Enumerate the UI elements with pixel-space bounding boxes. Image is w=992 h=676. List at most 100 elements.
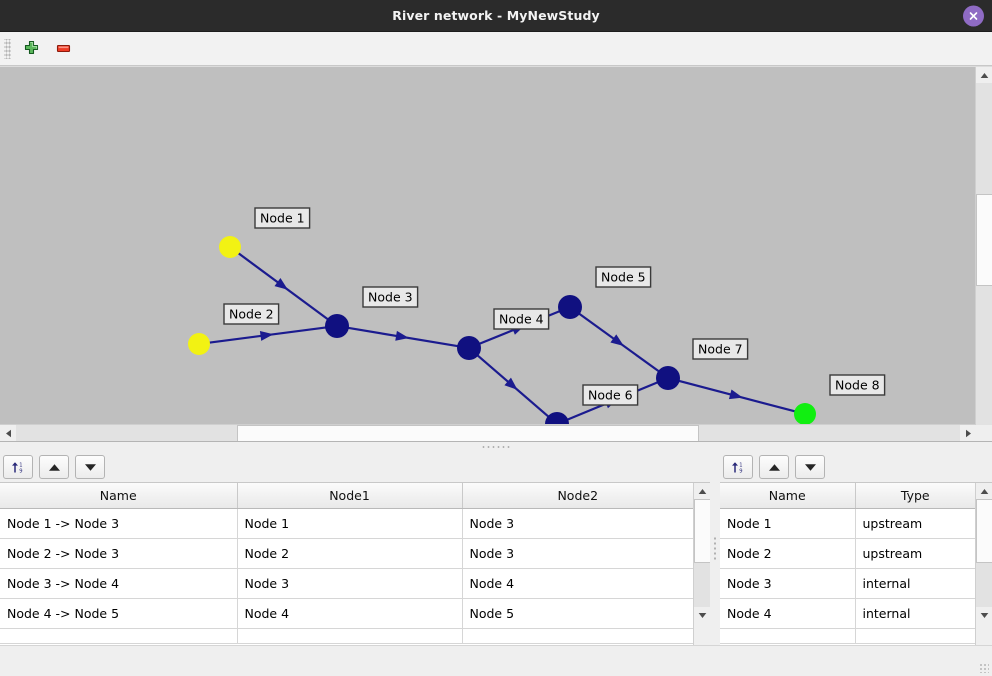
- reaches-cell-name[interactable]: Node 4 -> Node 5: [0, 598, 238, 629]
- graph-node-label-node1[interactable]: Node 1: [254, 207, 311, 229]
- close-window-button[interactable]: [963, 5, 984, 26]
- hscroll-thumb[interactable]: [237, 425, 699, 441]
- nodes-cell-type[interactable]: internal: [855, 598, 975, 629]
- nodes-cell-name[interactable]: Node 3: [720, 568, 856, 599]
- scrollbar-corner: [976, 425, 992, 441]
- nodes-cell-name[interactable]: Node 1: [720, 508, 856, 539]
- vscroll-thumb[interactable]: [976, 194, 992, 286]
- reaches-column-header-node2[interactable]: Node2: [462, 483, 693, 509]
- graph-node-node7[interactable]: [656, 366, 680, 390]
- graph-node-label-node8[interactable]: Node 8: [829, 374, 886, 396]
- nodes-column-header-name[interactable]: Name: [720, 483, 856, 509]
- main-toolbar: [0, 32, 992, 66]
- graph-node-label-node4[interactable]: Node 4: [493, 308, 550, 330]
- graph-node-label-node2[interactable]: Node 2: [223, 303, 280, 325]
- chevron-up-icon: [980, 488, 988, 494]
- remove-node-button[interactable]: [47, 34, 79, 64]
- vertical-splitter[interactable]: [710, 452, 720, 645]
- toolbar-drag-handle[interactable]: [4, 38, 11, 59]
- canvas-horizontal-scrollbar[interactable]: [0, 424, 976, 441]
- svg-text:Node 4: Node 4: [499, 311, 544, 326]
- nodes-table-row-partial[interactable]: [720, 628, 975, 644]
- graph-node-label-node3[interactable]: Node 3: [362, 286, 419, 308]
- add-node-button[interactable]: [15, 34, 47, 64]
- canvas-vertical-scrollbar[interactable]: [975, 67, 992, 441]
- reaches-cell-name[interactable]: Node 1 -> Node 3: [0, 508, 238, 539]
- reaches-scroll-thumb[interactable]: [694, 499, 710, 563]
- nodes-cell-name[interactable]: Node 4: [720, 598, 856, 629]
- reaches-cell-node2[interactable]: Node 3: [462, 508, 693, 539]
- nodes-cell-type[interactable]: upstream: [855, 538, 975, 569]
- vscroll-up-button[interactable]: [976, 67, 992, 83]
- graph-node-label-node7[interactable]: Node 7: [692, 338, 749, 360]
- nodes-vertical-scrollbar[interactable]: [975, 483, 992, 645]
- reaches-cell-node2[interactable]: Node 3: [462, 538, 693, 569]
- graph-node-label-node6[interactable]: Node 6: [582, 384, 639, 406]
- reaches-toolbar: 1 9: [0, 452, 710, 482]
- graph-node-node4[interactable]: [457, 336, 481, 360]
- nodes-cell-name[interactable]: Node 2: [720, 538, 856, 569]
- svg-text:9: 9: [19, 468, 22, 474]
- horizontal-splitter[interactable]: [0, 441, 992, 452]
- nodes-cell-empty[interactable]: [720, 628, 856, 644]
- reaches-cell-empty[interactable]: [462, 628, 693, 644]
- graph-node-label-node5[interactable]: Node 5: [595, 266, 652, 288]
- reaches-cell-name[interactable]: Node 2 -> Node 3: [0, 538, 238, 569]
- reaches-column-header-node1[interactable]: Node1: [237, 483, 463, 509]
- vertical-splitter-grip: [713, 535, 717, 562]
- window-resize-grip[interactable]: [979, 663, 989, 673]
- triangle-up-icon: [48, 463, 60, 471]
- reaches-cell-empty[interactable]: [237, 628, 463, 644]
- nodes-scroll-down-button[interactable]: [976, 607, 992, 623]
- triangle-up-icon: [768, 463, 780, 471]
- reaches-table-row-partial[interactable]: [0, 628, 693, 644]
- reaches-cell-node1[interactable]: Node 2: [237, 538, 463, 569]
- nodes-cell-type[interactable]: upstream: [855, 508, 975, 539]
- graph-node-node5[interactable]: [558, 295, 582, 319]
- reaches-sort-button[interactable]: 1 9: [3, 455, 33, 479]
- hscroll-right-button[interactable]: [960, 425, 976, 441]
- reaches-cell-name[interactable]: Node 3 -> Node 4: [0, 568, 238, 599]
- nodes-cell-type[interactable]: internal: [855, 568, 975, 599]
- nodes-scroll-up-button[interactable]: [976, 483, 992, 499]
- nodes-column-header-type[interactable]: Type: [855, 483, 975, 509]
- graph-node-node8[interactable]: [794, 403, 816, 425]
- reaches-cell-node2[interactable]: Node 5: [462, 598, 693, 629]
- reaches-cell-node1[interactable]: Node 3: [237, 568, 463, 599]
- nodes-scroll-thumb[interactable]: [976, 499, 992, 563]
- svg-text:Node 1: Node 1: [260, 210, 305, 225]
- reaches-scroll-down-button[interactable]: [694, 607, 710, 623]
- chevron-up-icon: [698, 488, 706, 494]
- nodes-move-up-button[interactable]: [759, 455, 789, 479]
- reaches-cell-node1[interactable]: Node 4: [237, 598, 463, 629]
- graph-node-node3[interactable]: [325, 314, 349, 338]
- reaches-move-up-button[interactable]: [39, 455, 69, 479]
- network-graph[interactable]: Node 1 Node 2 Node 3 Node 4 Node 5 Node 6 Node…: [0, 67, 976, 441]
- reaches-move-down-button[interactable]: [75, 455, 105, 479]
- nodes-cell-empty[interactable]: [855, 628, 975, 644]
- reaches-cell-empty[interactable]: [0, 628, 238, 644]
- reaches-cell-node2[interactable]: Node 4: [462, 568, 693, 599]
- reaches-column-header-name[interactable]: Name: [0, 483, 238, 509]
- nodes-sort-button[interactable]: 1 9: [723, 455, 753, 479]
- graph-node-node1[interactable]: [219, 236, 241, 258]
- graph-node-node2[interactable]: [188, 333, 210, 355]
- hscroll-left-button[interactable]: [0, 425, 16, 441]
- network-canvas[interactable]: Node 1 Node 2 Node 3 Node 4 Node 5 Node 6 Node…: [0, 66, 992, 441]
- reaches-cell-node1[interactable]: Node 1: [237, 508, 463, 539]
- reaches-vertical-scrollbar[interactable]: [693, 483, 710, 645]
- nodes-move-down-button[interactable]: [795, 455, 825, 479]
- edge-arrowhead: [610, 334, 624, 347]
- reaches-scroll-up-button[interactable]: [694, 483, 710, 499]
